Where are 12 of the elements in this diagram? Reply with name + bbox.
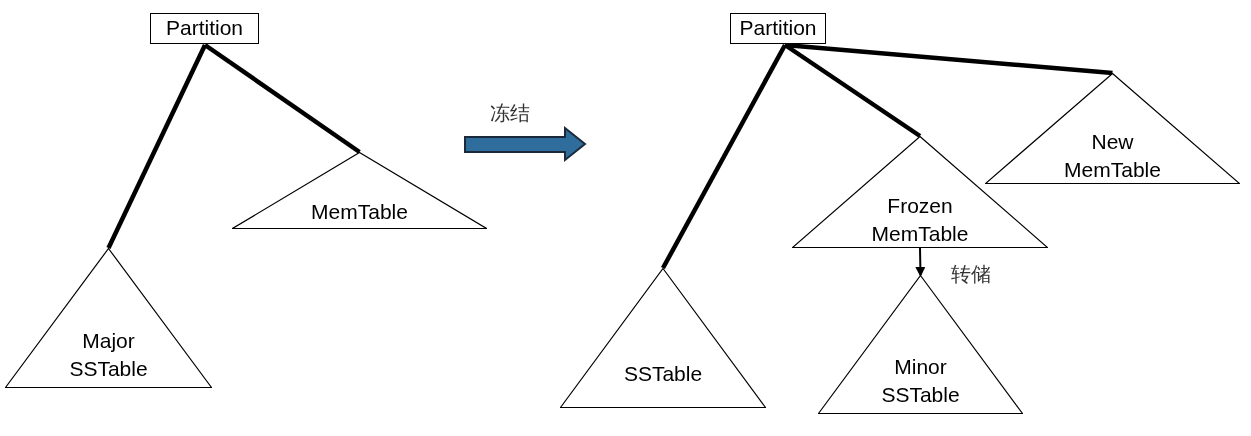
node-label: Minor SSTable: [880, 354, 961, 408]
node-label: Major SSTable: [68, 328, 149, 382]
node-label: MemTable: [311, 199, 408, 225]
arrow: [915, 247, 926, 277]
label-box: Partition: [730, 13, 826, 44]
node-label: New MemTable: [1063, 129, 1162, 183]
label-box: Partition: [150, 13, 259, 44]
connector-line: [661, 43, 787, 270]
node-label: Frozen MemTable: [870, 193, 970, 247]
node-label: SSTable: [623, 361, 703, 387]
connector-line: [203, 43, 361, 154]
connector-line: [106, 44, 208, 249]
